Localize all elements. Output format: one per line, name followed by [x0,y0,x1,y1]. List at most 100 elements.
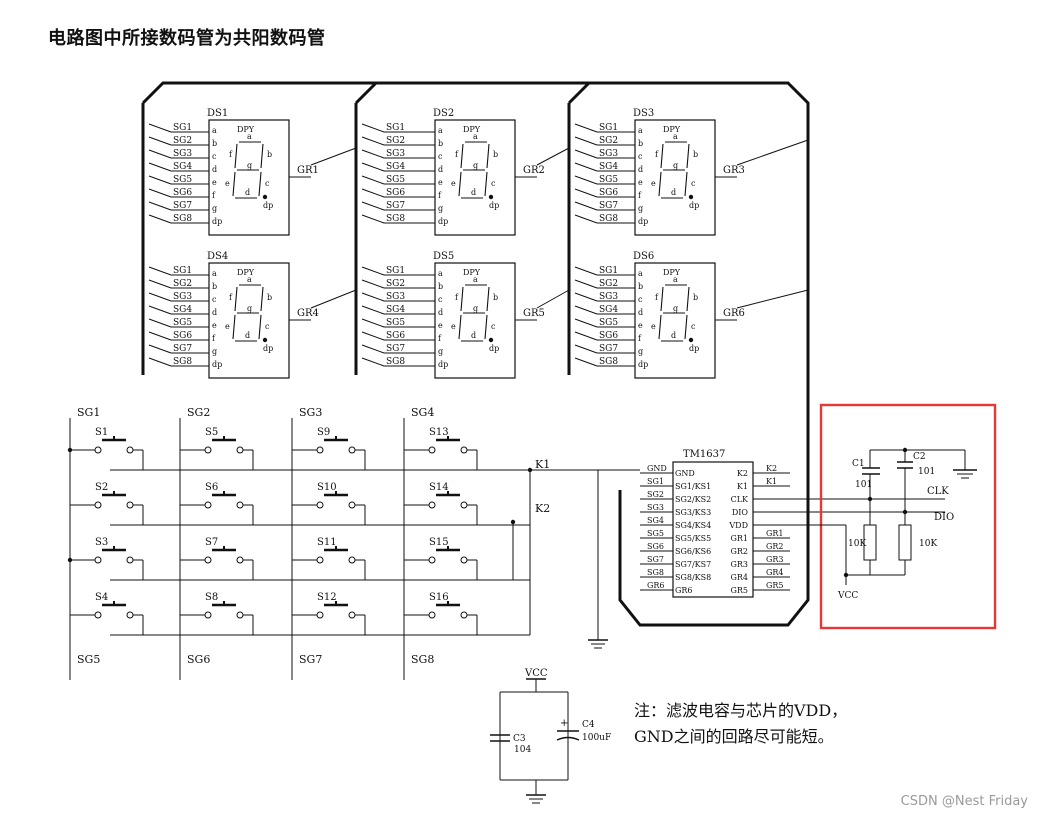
seg-pin-label: g [638,204,643,213]
c1-label: C1 [852,459,865,469]
page-title: 电路图中所接数码管为共阳数码管 [48,28,326,49]
sg-label: SG6 [599,188,618,198]
note-line-2: GND之间的回路尽可能短。 [634,727,834,746]
chip-right-pin: GR1 [730,534,748,543]
chip-left-net: SG8 [647,568,664,577]
chip-right-pin: DIO [732,508,749,517]
chip-left-pin: SG5/KS5 [675,534,711,543]
sg-label: SG7 [173,201,192,211]
sg-label: SG3 [599,149,618,159]
switch-contact [428,556,436,564]
switch-contact [204,501,212,509]
dpy-label: DPY [237,268,255,277]
sg-wire [148,162,172,172]
seg-f: f [455,293,459,302]
chip-right-pin: GR3 [730,560,748,569]
chip-left-net: SG3 [647,503,664,512]
gr-link [310,289,357,309]
sg-wire [574,318,598,328]
seg-b: b [493,150,498,159]
display-ref: DS5 [433,251,454,262]
seg-f: f [229,293,233,302]
chip-right-net: K1 [766,477,777,486]
sg-wire [361,331,385,341]
switch-contact [204,556,212,564]
chip-right-pin: GR4 [730,573,748,582]
seven-seg-glyph [458,141,490,199]
seg-pin-label: f [212,191,216,200]
seg-pin-label: dp [438,217,448,226]
sg-wire [148,331,172,341]
chip-right-pin: GR2 [730,547,748,556]
sg-wire [361,305,385,315]
seg-pin-label: d [212,308,217,317]
sg-label: SG1 [599,123,618,133]
seg-b: b [267,150,272,159]
switch-contact [204,446,212,454]
seg-d: d [671,331,676,340]
sg-wire [361,175,385,185]
seg-b: b [493,293,498,302]
chip-right-net: GR4 [766,568,784,577]
seg-b: b [693,150,698,159]
seg-c: c [691,179,696,188]
sg-wire [361,123,385,133]
seg-c: c [691,322,696,331]
sg-wire [574,162,598,172]
bus-outline [141,81,810,627]
c4-label: C4 [582,720,595,730]
junction-dot [843,572,849,578]
chip-left-pin: SG4/KS4 [675,521,711,530]
seg-g: g [673,304,678,313]
highlight-box [819,403,997,630]
c1-value: 101 [855,480,872,490]
switch-label: S5 [205,427,218,438]
seg-g: g [473,304,478,313]
gr-link [736,289,809,309]
chip-right-pin: K1 [737,482,748,491]
sg-label: SG7 [599,201,618,211]
gr-label: GR2 [523,165,545,176]
seg-pin-label: a [212,269,217,278]
seg-pin-label: c [212,152,217,161]
sg-wire [148,201,172,211]
seg-pin-label: a [438,126,443,135]
seg-pin-label: c [438,295,443,304]
seg-pin-label: b [438,139,443,148]
keypad-sg-top: SG3 [299,406,322,419]
sg-wire [361,214,385,224]
junction-dot [262,194,268,200]
sg-wire [574,279,598,289]
keypad-sg-top: SG2 [187,406,210,419]
switch-label: S8 [205,592,218,603]
seg-e: e [651,322,656,331]
seg-c: c [265,322,270,331]
seg-pin-label: a [212,126,217,135]
sg-wire [148,214,172,224]
junction-dot [67,447,73,453]
sg-wire [574,201,598,211]
filter-dio: DIO [934,512,954,523]
sg-wire [148,318,172,328]
filter-vcc: VCC [837,591,858,601]
chip-right-pin: K2 [737,469,748,478]
sg-label: SG4 [173,162,192,172]
chip-right-net: GR3 [766,555,784,564]
seg-c: c [491,322,496,331]
seg-a: a [247,132,252,141]
k2-label: K2 [535,502,550,515]
sg-wire [361,201,385,211]
switch-label: S4 [95,592,108,603]
seg-pin-label: d [212,165,217,174]
switch-contact [460,446,468,454]
dpy-label: DPY [463,125,481,134]
sg-wire [574,357,598,367]
sg-wire [361,292,385,302]
seg-e: e [451,179,456,188]
sg-wire [148,149,172,159]
dpy-label: DPY [463,268,481,277]
sg-wire [148,188,172,198]
seg-pin-label: a [438,269,443,278]
sg-wire [574,136,598,146]
